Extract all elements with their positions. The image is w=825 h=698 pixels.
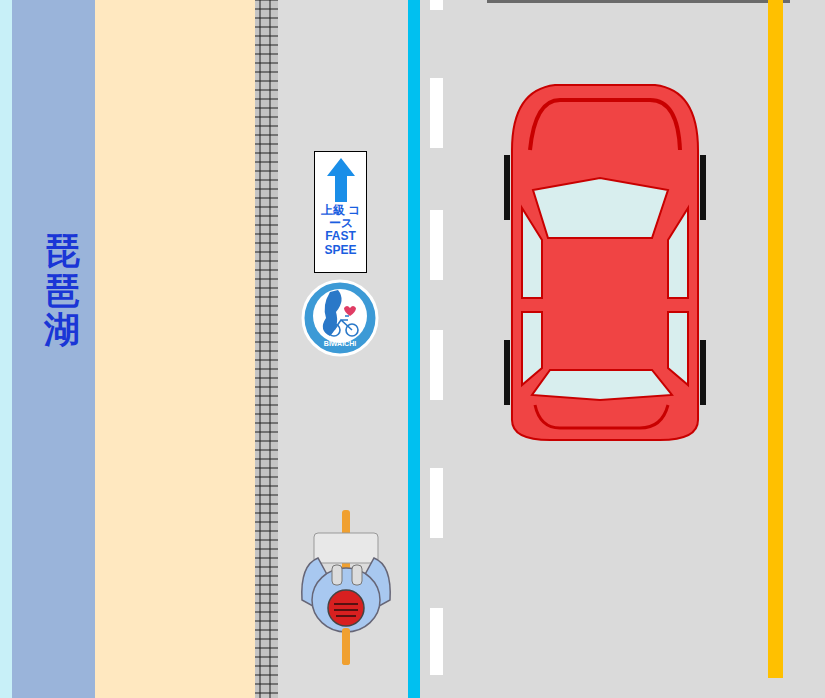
arrow-symbol — [327, 158, 355, 202]
sign-text: FAST SPEE — [319, 230, 363, 256]
place-name: 琵琶湖 — [44, 231, 80, 350]
lane-dashes — [430, 0, 443, 675]
logo-text: BIWAICHI — [310, 340, 370, 347]
lake-band: 琵琶湖 — [12, 0, 95, 698]
cyclist — [302, 510, 390, 665]
sidewalk — [95, 0, 255, 698]
lane-sign: 上級 コースFAST SPEE — [314, 151, 367, 273]
top-strip — [487, 0, 790, 3]
biwaichi-logo — [303, 281, 377, 355]
bike-lane — [278, 0, 408, 698]
edge-strip — [0, 0, 12, 698]
roadway — [420, 0, 825, 698]
arrow-symbol — [326, 156, 356, 204]
sign-text: 上級 コース — [319, 204, 363, 230]
curb — [255, 0, 278, 698]
car — [504, 85, 706, 440]
blue-line — [408, 0, 420, 698]
center-line — [768, 0, 783, 678]
